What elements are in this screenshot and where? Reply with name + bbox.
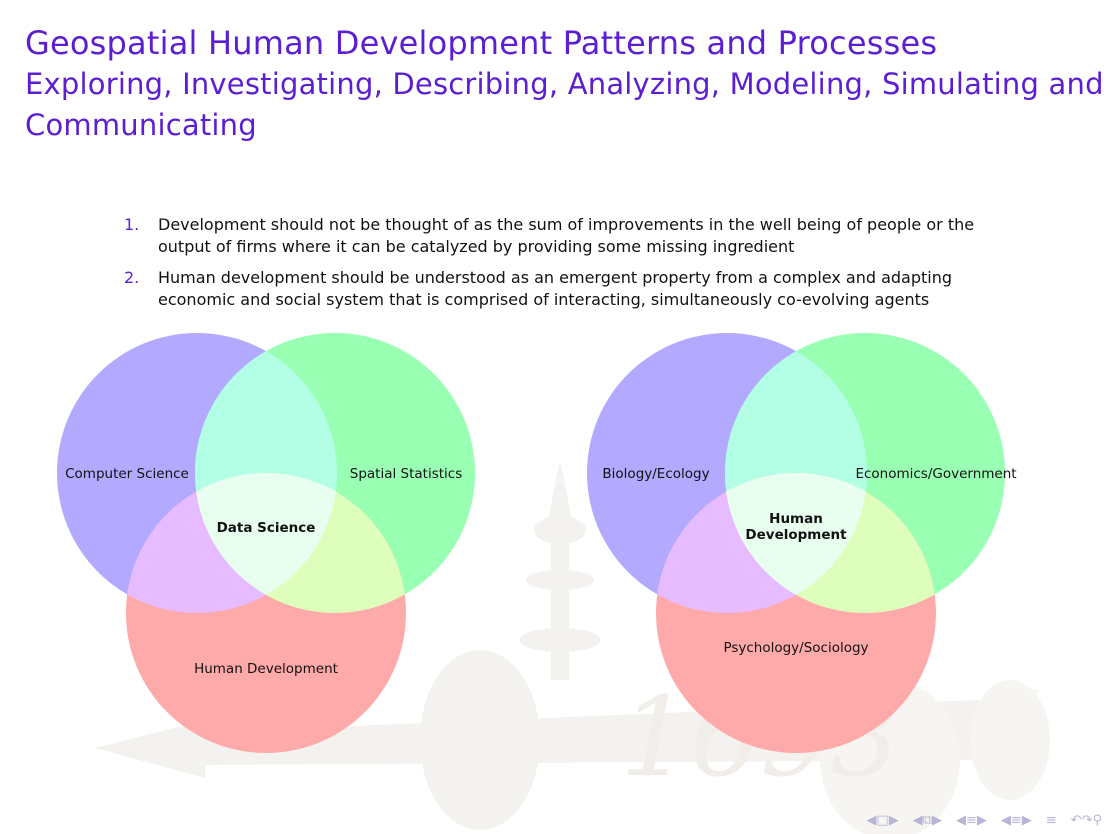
enumerated-list: 1. Development should not be thought of … [124, 214, 1024, 320]
nav-align-icon[interactable]: ≡ [1045, 813, 1057, 828]
venn-label-center-line2: Development [745, 527, 847, 543]
list-item: 2. Human development should be understoo… [124, 267, 1024, 311]
list-item-number: 2. [124, 268, 140, 287]
slide-subtitle: Exploring, Investigating, Describing, An… [25, 67, 1104, 142]
venn-label-center: Data Science [217, 520, 316, 536]
venn-label-b: Economics/Government [855, 466, 1016, 482]
venn-label-a: Biology/Ecology [602, 466, 709, 482]
venn-label-c: Human Development [194, 661, 338, 677]
list-item-text: Human development should be understood a… [158, 268, 953, 309]
venn-label-center-line1: Human [769, 511, 823, 527]
list-item-text: Development should not be thought of as … [158, 215, 975, 256]
list-item-number: 1. [124, 215, 140, 234]
venn-left: Computer Science Spatial Statistics Huma… [57, 333, 475, 753]
venn-right: Biology/Ecology Economics/Government Psy… [587, 333, 1017, 753]
nav-section-icon[interactable]: ◀⧉▶ [912, 813, 942, 828]
list-item: 1. Development should not be thought of … [124, 214, 1024, 258]
venn-label-a: Computer Science [65, 466, 189, 482]
nav-subsection-icon[interactable]: ◀≡▶ [956, 813, 987, 828]
nav-frame-icon[interactable]: ◀□▶ [866, 813, 899, 828]
nav-search-icon[interactable]: ↶↷⚲ [1070, 813, 1102, 828]
venn-label-c: Psychology/Sociology [723, 640, 868, 656]
nav-slide-icon[interactable]: ◀≡▶ [1000, 813, 1032, 828]
venn-label-b: Spatial Statistics [350, 466, 462, 482]
beamer-navigation: ◀□▶ ◀⧉▶ ◀≡▶ ◀≡▶ ≡ ↶↷⚲ [866, 813, 1102, 828]
slide-title: Geospatial Human Development Patterns an… [25, 24, 938, 62]
title-block: Geospatial Human Development Patterns an… [25, 22, 1105, 146]
